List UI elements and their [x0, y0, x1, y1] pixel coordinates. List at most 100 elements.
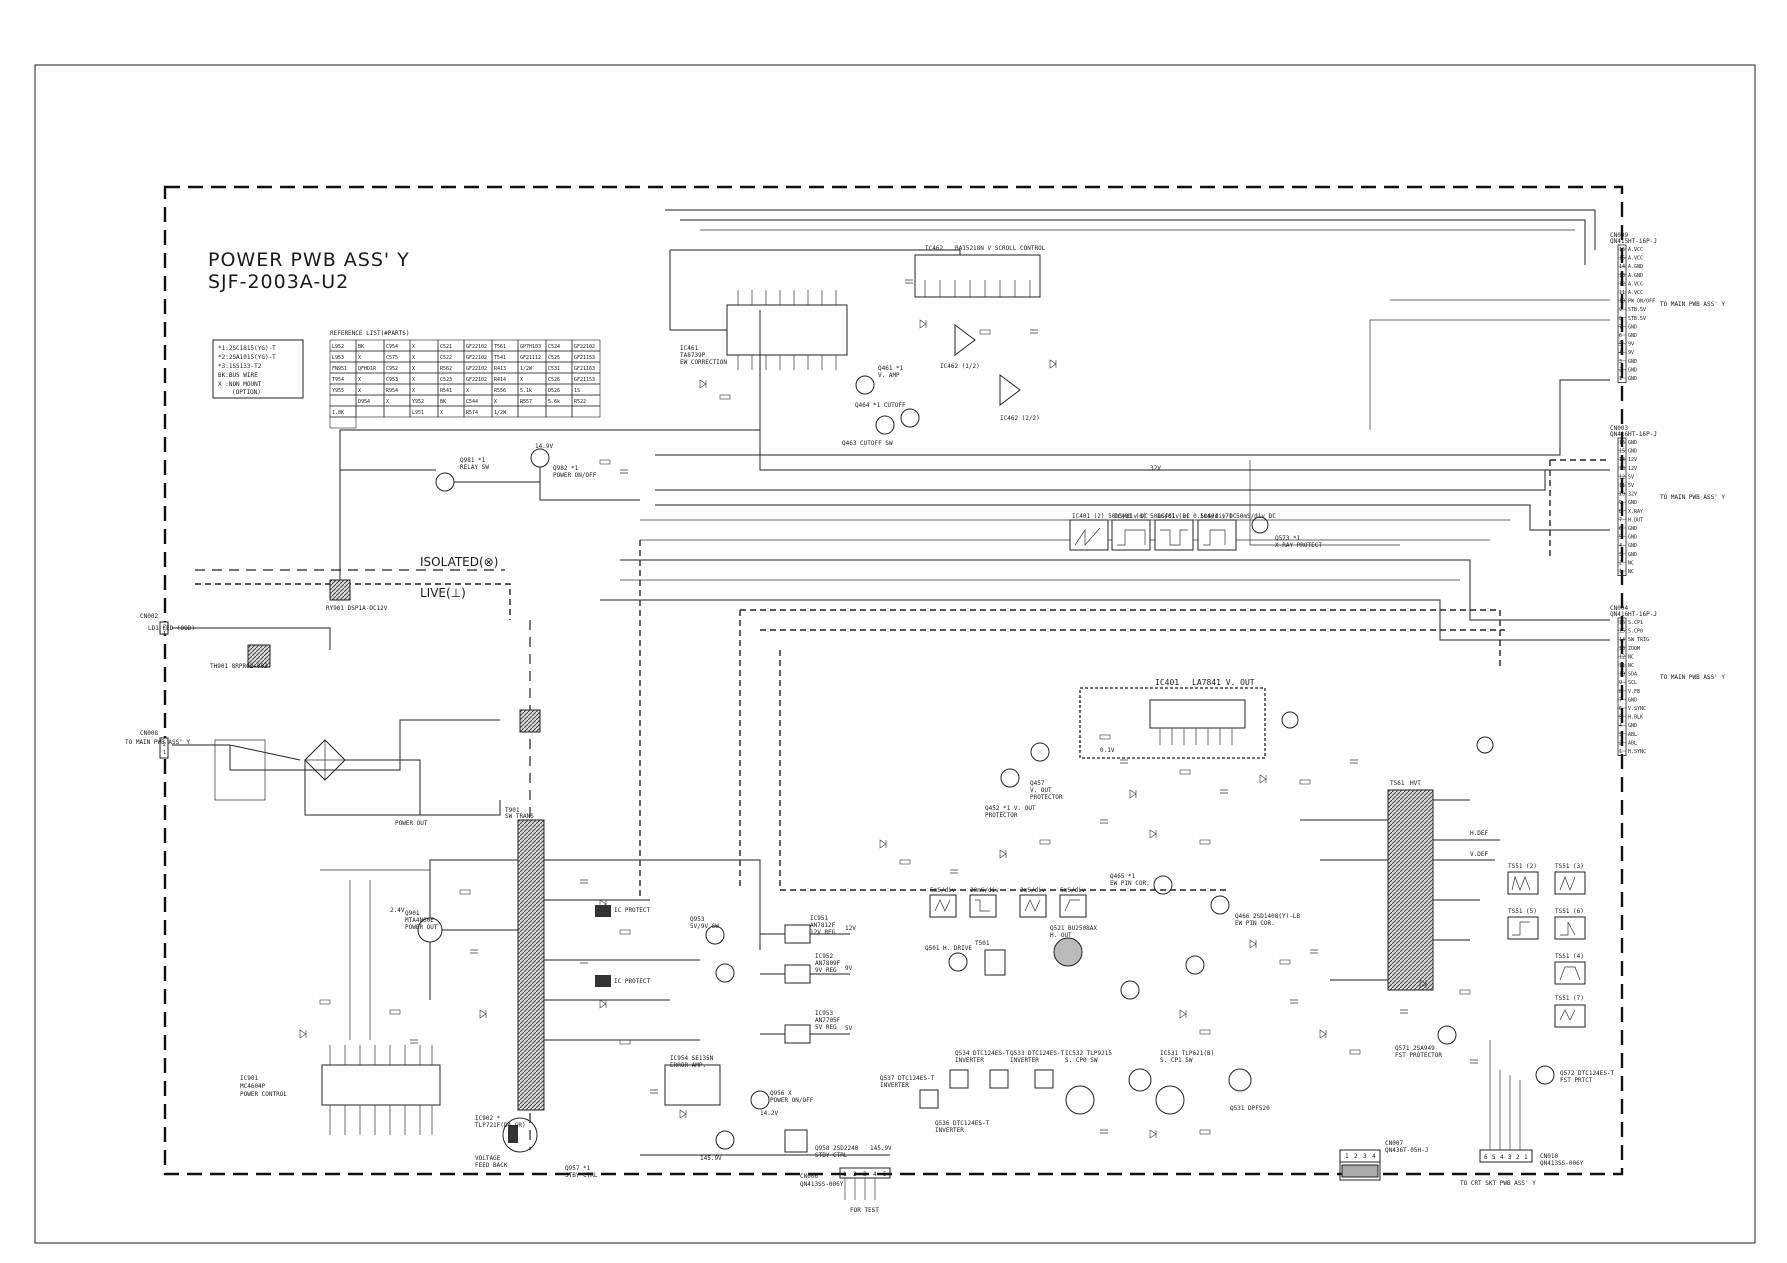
- ref-cell: [571, 405, 601, 418]
- connector-part: QN413SS-006Y: [800, 1181, 844, 1188]
- waveform-label: 5mS/div: [930, 887, 956, 894]
- bottom-connectors: 145.9V TO CRT SKT PWB ASS' Y: [640, 1040, 1536, 1187]
- ref-cell-text: QFHD1R: [358, 366, 377, 372]
- voltage-label: 0.1V: [1100, 747, 1115, 754]
- resistor-glyph: [899, 859, 911, 865]
- svg-text:S. CP0 SW: S. CP0 SW: [1065, 1057, 1098, 1064]
- connector-pin-label: 9V: [1628, 350, 1634, 356]
- connector-pin-number: 3: [1363, 1153, 1367, 1160]
- resistor-glyph: [719, 394, 731, 400]
- diode-glyph: [679, 1109, 687, 1119]
- hvt-ref: T561: [1390, 780, 1405, 787]
- capacitor-glyph: [580, 879, 588, 884]
- capacitor-glyph: [1220, 789, 1228, 794]
- connector-pin-label: SDA: [1628, 672, 1637, 678]
- svg-text:Q452 *1 V. OUT: Q452 *1 V. OUT: [985, 805, 1036, 812]
- resistor-glyph: [1039, 839, 1051, 845]
- connector-pin-number: 3: [1619, 732, 1622, 738]
- ref-cell-text: 1S: [574, 388, 580, 394]
- ref-cell-text: X: [520, 377, 523, 383]
- svg-text:MTA4N60E: MTA4N60E: [405, 917, 434, 924]
- ic401-name: LA7841 V. OUT: [1192, 678, 1255, 687]
- diode-glyph: [1179, 1009, 1187, 1019]
- connector-pin-number: 2: [1354, 1153, 1358, 1160]
- connector-pin-number: 1: [1345, 1153, 1349, 1160]
- connector-pin-number: 13: [1619, 646, 1625, 652]
- ref-cell: [329, 394, 357, 407]
- to-crt-label: TO CRT SKT PWB ASS' Y: [1460, 1180, 1536, 1187]
- ref-cell-text: R954: [386, 388, 398, 394]
- svg-text:IC952: IC952: [815, 953, 833, 960]
- ref-cell-text: GF21153: [574, 355, 595, 361]
- connector-pin-label: ZOOM: [1628, 646, 1640, 652]
- connector-pin-number: 12: [1619, 654, 1625, 660]
- capacitor-glyph: [410, 1039, 418, 1044]
- svg-text:TS51 (2): TS51 (2): [1508, 863, 1537, 870]
- svg-text:Q521 BU2508AX: Q521 BU2508AX: [1050, 925, 1097, 932]
- connector-pin-number: 1: [1619, 569, 1622, 575]
- connector-ref: CN010: [1540, 1153, 1558, 1160]
- svg-text:Q982 *1: Q982 *1: [553, 465, 579, 472]
- capacitor-glyph: [905, 279, 913, 284]
- waveform-label: IC401 (2) 50mS/div DC: [1072, 513, 1148, 520]
- connector-pin-label: SCL: [1628, 680, 1637, 686]
- connector-pin-label: GND: [1628, 552, 1637, 558]
- connector-pin-number: 4: [1619, 543, 1622, 549]
- ref-cell-text: BK: [440, 399, 446, 405]
- connector-pin-label: GND: [1628, 543, 1637, 549]
- connector-pin-number: 8: [1619, 316, 1622, 322]
- diode-glyph: [879, 839, 887, 849]
- ref-cell: [383, 405, 411, 418]
- ref-cell-text: D954: [358, 399, 370, 405]
- diode-glyph: [1049, 359, 1057, 369]
- connector-pin-number: 4: [1619, 350, 1622, 356]
- resistor-glyph: [1279, 959, 1291, 965]
- note-line: *2:2SA1015(YG)-T: [218, 354, 276, 361]
- ref-cell-text: T561: [494, 344, 506, 350]
- voltage-label: 32V: [1150, 465, 1161, 472]
- connector-pin-number: 2: [163, 624, 166, 630]
- svg-text:AN7812F: AN7812F: [810, 922, 836, 929]
- ref-cell-text: 5.1k: [520, 388, 532, 394]
- ref-cell-text: C526: [548, 377, 560, 383]
- ref-cell-text: GF21153: [574, 377, 595, 383]
- resistor-glyph: [1179, 769, 1191, 775]
- v145-label: 145.9V: [870, 1145, 892, 1152]
- ref-cell-text: X: [412, 377, 415, 383]
- connector-pin-label: A.VCC: [1628, 281, 1643, 287]
- svg-text:9V REG: 9V REG: [815, 967, 837, 974]
- svg-text:Q981 *1: Q981 *1: [460, 457, 486, 464]
- ref-cell-text: R557: [520, 399, 532, 405]
- note-line: *3:1SS133-T2: [218, 363, 262, 370]
- capacitor-glyph: [1100, 819, 1108, 824]
- isolated-label: ISOLATED(⊗): [420, 555, 498, 569]
- svg-text:AN7705F: AN7705F: [815, 1017, 841, 1024]
- diode-glyph: [999, 849, 1007, 859]
- svg-text:IC462 (2/2): IC462 (2/2): [1000, 415, 1040, 422]
- connector-pin-number: 15: [1619, 629, 1625, 635]
- connector-ref: CN008: [140, 730, 158, 737]
- connector-pin-number: 11: [1619, 663, 1625, 669]
- svg-text:Q461 *1: Q461 *1: [878, 365, 904, 372]
- svg-text:STBY CTRL: STBY CTRL: [565, 1172, 598, 1179]
- svg-text:TLP721F(D4-GR): TLP721F(D4-GR): [475, 1122, 526, 1129]
- connector-pin-label: GND: [1628, 324, 1637, 330]
- waveforms-right: TS51 (2) TS51 (5) TS51 (3) TS51 (6) TS51…: [1507, 863, 1586, 1028]
- connector-pin-label: A.VCC: [1628, 290, 1643, 296]
- svg-text:IC462 (1/2): IC462 (1/2): [940, 363, 980, 370]
- ref-cell-text: C522: [440, 355, 452, 361]
- connector-pin-label: GND: [1628, 535, 1637, 541]
- connector-pin-label: 12V: [1628, 466, 1637, 472]
- diode-glyph: [299, 1029, 307, 1039]
- ew-pin-correction: Q465 *1 EW PIN COR. Q466 2SD1408(Y)-LB E…: [1110, 873, 1300, 927]
- svg-text:TA8739P: TA8739P: [680, 352, 706, 359]
- ref-cell-text: C531: [548, 366, 560, 372]
- sw-transformer-t901: T901 SW TRANS: [505, 807, 545, 1111]
- diode-glyph: [919, 319, 927, 329]
- connector-pin-number: 6: [1619, 333, 1622, 339]
- svg-text:Q958 2SD2240: Q958 2SD2240: [815, 1145, 859, 1152]
- resistor-glyph: [1199, 1029, 1211, 1035]
- ref-cell: [355, 405, 385, 418]
- thermistor-label: TH901 8RPR02-003: [210, 663, 268, 670]
- svg-text:EW CORRECTION: EW CORRECTION: [680, 359, 727, 366]
